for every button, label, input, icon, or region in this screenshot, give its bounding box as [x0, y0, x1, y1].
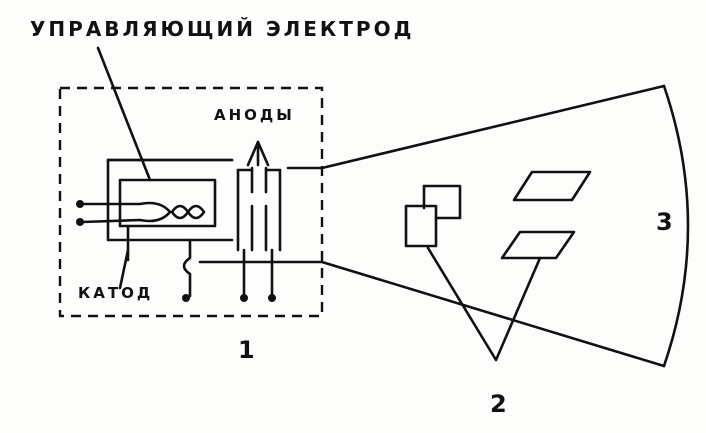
label-3: 3 [656, 208, 673, 236]
control-electrode-leader [96, 46, 152, 182]
envelope-top [286, 84, 666, 170]
deflection-plate-h1 [512, 170, 592, 202]
label-2: 2 [490, 390, 507, 418]
cathode-housing [118, 178, 217, 228]
label-2-leaders [426, 246, 542, 362]
control-electrode-lead [182, 238, 192, 298]
cathode-leader [118, 248, 130, 290]
envelope-bottom [198, 260, 666, 368]
control-electrode-cup [106, 158, 234, 242]
anodes-label: АНОДЫ [214, 106, 295, 124]
anode-1-pin [240, 294, 248, 302]
heater-leads [80, 201, 172, 224]
heater-filament [170, 204, 206, 220]
control-electrode-label: УПРАВЛЯЮЩИЙ ЭЛЕКТРОД [30, 17, 414, 41]
control-electrode-pin [182, 294, 190, 302]
screen-arc [662, 84, 690, 368]
deflection-plate-h2 [500, 230, 576, 260]
heater-terminal-1 [76, 200, 84, 208]
heater-terminal-2 [76, 218, 84, 226]
anode-2-pin [268, 294, 276, 302]
label-1: 1 [238, 336, 255, 364]
cathode-label: КАТОД [78, 284, 153, 302]
deflection-plate-v1 [422, 184, 462, 220]
electron-gun-box [58, 86, 324, 318]
deflection-plate-v2 [404, 204, 438, 248]
